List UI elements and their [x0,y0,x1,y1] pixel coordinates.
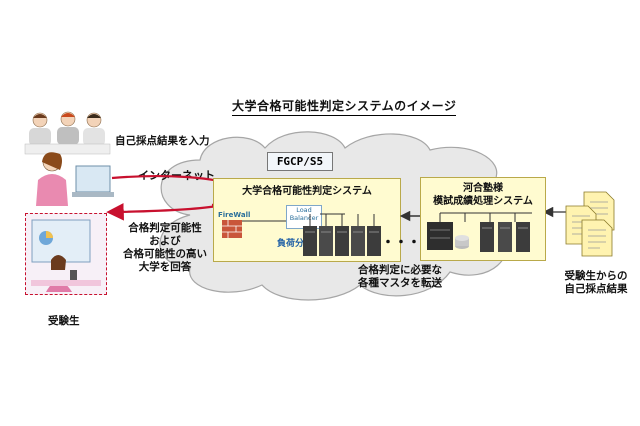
document-stack-icon [565,191,615,257]
more-servers-dots: ・・・ [381,235,421,251]
fgcp-label: FGCP/S5 [267,152,333,171]
firewall-label: FireWall [218,211,251,219]
transfer-line-2: 各種マスタを転送 [358,277,442,289]
kawai-line-1: 河合塾様 [463,183,503,194]
kawai-system-title: 河合塾様 模試成績処理システム [421,182,545,208]
answer-line-3: 合格可能性の高い [123,248,207,260]
person-at-computer-icon [36,152,114,206]
load-balancer-box: Load Balancer [286,205,322,229]
diagram-title: 大学合格可能性判定システムのイメージ [232,97,457,116]
answer-line-2: および [149,235,181,247]
kawai-system-box: 河合塾様 模試成績処理システム [420,177,546,261]
internet-label: インターネット [138,169,215,182]
kawai-line-2: 模試成績処理システム [433,196,533,207]
transfer-line-1: 合格判定に必要な [358,264,442,276]
load-balancer-line-1: Load [296,206,312,214]
examinee-with-phone-icon [31,219,101,292]
load-balancer-line-2: Balancer [289,214,319,222]
results-label: 受験生からの 自己採点結果 [548,270,640,296]
load-balancing-label: 負荷分散 [277,239,314,249]
people-group-icon [24,111,111,155]
self-score-input-label: 自己採点結果を入力 [115,135,210,147]
examinee-label: 受験生 [48,315,80,327]
answer-label: 合格判定可能性 および 合格可能性の高い 大学を回答 [110,222,220,274]
transfer-label: 合格判定に必要な 各種マスタを転送 [350,264,450,290]
answer-line-4: 大学を回答 [138,261,192,273]
examinee-area [25,213,107,295]
judgement-system-title: 大学合格可能性判定システム [242,186,372,197]
results-line-2: 自己採点結果 [564,283,628,295]
answer-line-1: 合格判定可能性 [128,222,202,234]
firewall-icon [222,220,242,238]
results-line-1: 受験生からの [564,270,628,282]
